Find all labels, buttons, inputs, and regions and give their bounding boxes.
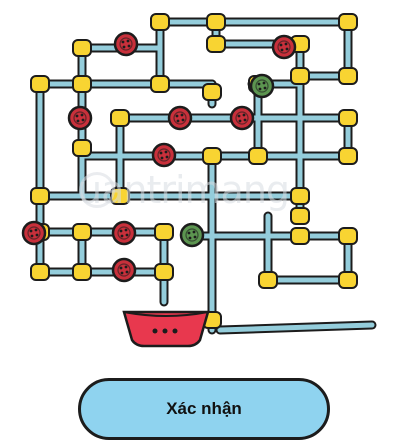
- pipe-joint: [150, 75, 170, 93]
- pipe-joint: [338, 227, 358, 245]
- valve-left-2-icon[interactable]: [21, 220, 47, 246]
- valve-top-right-icon[interactable]: [271, 34, 297, 60]
- valve-center-3-icon[interactable]: [151, 142, 177, 168]
- pipe-joint: [206, 35, 226, 53]
- watermark-logo-icon: [79, 172, 115, 208]
- pipe-joint: [72, 139, 92, 157]
- pipe-joint: [338, 109, 358, 127]
- pipe-joint: [72, 75, 92, 93]
- valve-top-left-icon[interactable]: [113, 31, 139, 57]
- pipe-joint: [338, 67, 358, 85]
- pipe-joint: [206, 13, 226, 31]
- pipe-joint: [30, 187, 50, 205]
- pipe-joint: [30, 75, 50, 93]
- valve-left-1-icon[interactable]: [67, 105, 93, 131]
- valve-center-2-icon[interactable]: [229, 105, 255, 131]
- valve-upper-green-icon[interactable]: [249, 73, 275, 99]
- pipe-joint: [72, 223, 92, 241]
- valve-bottom-2-icon[interactable]: [111, 257, 137, 283]
- valve-lower-green-icon[interactable]: [179, 222, 205, 248]
- pipe-joint: [290, 227, 310, 245]
- pipe-joint: [248, 147, 268, 165]
- valve-center-1-icon[interactable]: [167, 105, 193, 131]
- pipe-joint: [258, 271, 278, 289]
- pipe-joint: [72, 39, 92, 57]
- pipe-joint: [30, 263, 50, 281]
- valves: [21, 31, 297, 283]
- pipe-joint: [338, 271, 358, 289]
- pipe-joint: [150, 13, 170, 31]
- valve-bottom-1-icon[interactable]: [111, 220, 137, 246]
- confirm-button[interactable]: Xác nhận: [78, 378, 330, 440]
- pipe-joint: [290, 207, 310, 225]
- pipe-joint: [338, 13, 358, 31]
- confirm-button-label: Xác nhận: [166, 399, 242, 418]
- pipe-segment: [217, 322, 375, 333]
- pipe-joint: [202, 147, 222, 165]
- pipe-joint: [290, 187, 310, 205]
- pipe-joint: [110, 109, 130, 127]
- pipe-joint: [338, 147, 358, 165]
- pipe-joint: [154, 263, 174, 281]
- pipe-joint: [154, 223, 174, 241]
- pipe-puzzle-board: [21, 13, 377, 348]
- water-bowl: [122, 310, 210, 348]
- pipe-joint: [72, 263, 92, 281]
- pipe-joint: [290, 67, 310, 85]
- pipe-joint: [202, 83, 222, 101]
